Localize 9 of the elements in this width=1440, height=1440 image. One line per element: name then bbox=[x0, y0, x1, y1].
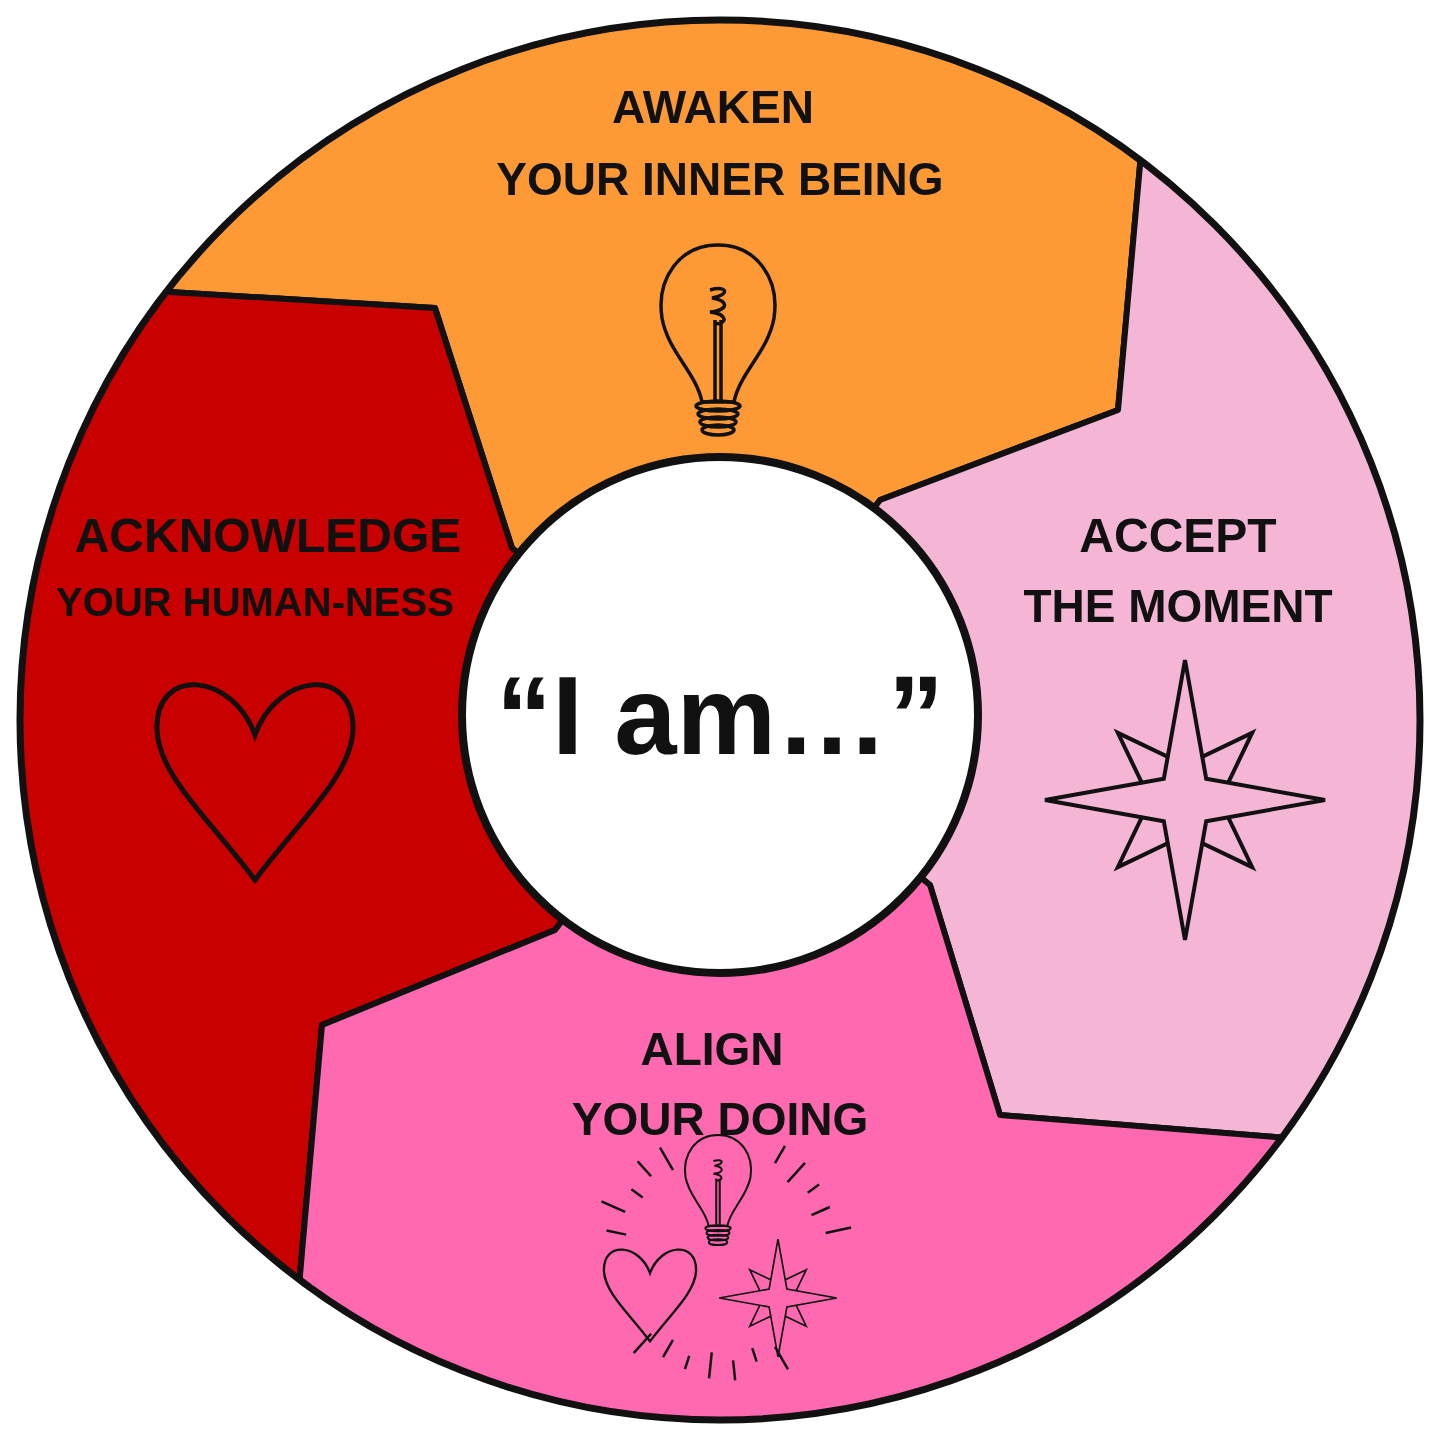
segment-heading: ACKNOWLEDGE bbox=[73, 512, 463, 560]
segment-subheading: THE MOMENT bbox=[1022, 583, 1334, 629]
segment-subheading: YOUR DOING bbox=[570, 1096, 870, 1142]
segment-heading: ACCEPT bbox=[1078, 512, 1278, 560]
segment-subheading: YOUR HUMAN-NESS bbox=[55, 582, 455, 622]
segment-heading: AWAKEN bbox=[611, 84, 815, 130]
segment-subheading: YOUR INNER BEING bbox=[495, 156, 945, 202]
center-text: “I am…” bbox=[495, 651, 945, 780]
segment-heading: ALIGN bbox=[639, 1026, 785, 1072]
